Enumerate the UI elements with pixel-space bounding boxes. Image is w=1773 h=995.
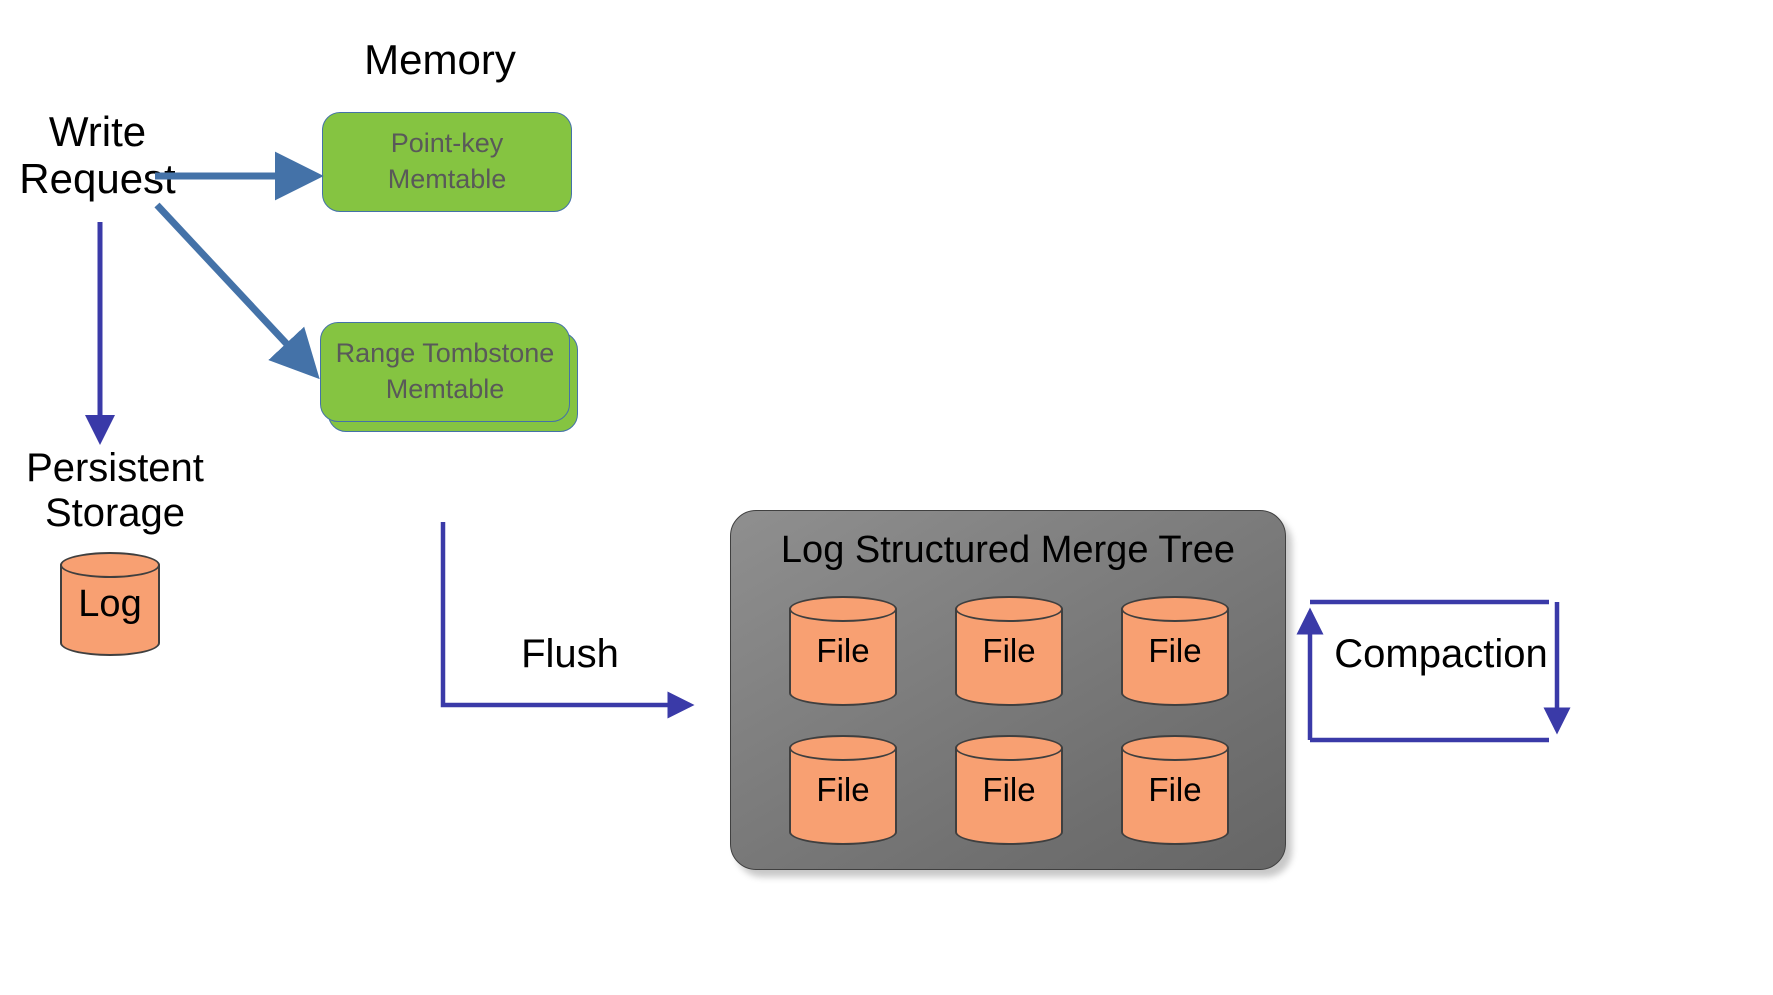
file-cylinder-top-ellipse [955,595,1063,622]
log-cylinder[interactable]: Log [60,552,160,656]
file-cylinder-top-ellipse [789,734,897,761]
file-cylinder-label: File [816,631,870,669]
arrow-flush-to-lsm [440,522,695,719]
range-tombstone-memtable-label: Range Tombstone Memtable [336,336,555,407]
arrow-write-to-range-tombstone-memtable [154,202,320,380]
file-cylinder[interactable]: File [789,734,897,845]
file-cylinder-body [1121,747,1229,832]
file-cylinder-top-ellipse [789,595,897,622]
flush-label: Flush [521,632,619,676]
range-tombstone-memtable-box[interactable]: Range Tombstone Memtable [320,322,570,422]
file-cylinder-top-ellipse [1121,734,1229,761]
point-key-memtable-line-2: Memtable [387,164,507,194]
write-request-line-2: Request [19,155,176,203]
log-cylinder-label: Log [78,582,142,625]
point-key-memtable-line-1: Point-key [390,128,504,159]
file-cylinder[interactable]: File [1121,734,1229,845]
file-cylinder-label: File [1148,631,1202,669]
file-cylinder[interactable]: File [955,734,1063,845]
file-cylinder-top-ellipse [955,734,1063,761]
range-tombstone-memtable-line-1: Range Tombstone [335,338,555,369]
lsm-file-grid: File File File File [771,591,1247,849]
log-cylinder-top-ellipse [60,552,160,578]
write-request-line-1: Write [48,108,147,155]
point-key-memtable-label: Point-key Memtable [388,126,507,197]
persistent-storage-line-2: Storage [44,490,186,535]
persistent-storage-label: Persistent Storage [0,446,230,536]
write-request-label: Write Request [0,108,195,202]
file-cylinder-label: File [816,770,870,808]
compaction-label: Compaction [1334,632,1548,676]
file-cylinder[interactable]: File [1121,595,1229,706]
file-cylinder-body [1121,608,1229,693]
range-tombstone-memtable-line-2: Memtable [385,374,505,404]
file-cylinder-body [789,747,897,832]
file-cylinder-body [789,608,897,693]
file-cylinder-body [955,608,1063,693]
file-cylinder[interactable]: File [789,595,897,706]
file-cylinder-label: File [1148,770,1202,808]
memory-section-label: Memory [364,36,516,83]
file-cylinder[interactable]: File [955,595,1063,706]
log-structured-merge-tree-container[interactable]: Log Structured Merge Tree File File File [730,510,1286,870]
log-cylinder-body [60,565,160,643]
lsm-title: Log Structured Merge Tree [780,529,1236,571]
file-cylinder-body [955,747,1063,832]
file-cylinder-label: File [982,770,1036,808]
file-cylinder-label: File [982,631,1036,669]
file-cylinder-top-ellipse [1121,595,1229,622]
point-key-memtable-box[interactable]: Point-key Memtable [322,112,572,212]
persistent-storage-line-1: Persistent [26,446,204,490]
